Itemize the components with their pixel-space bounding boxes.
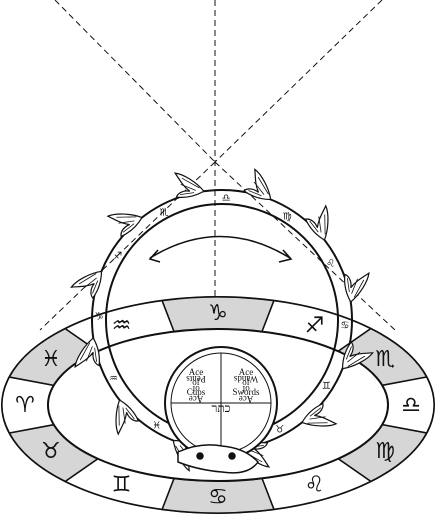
band-sign-aquarius: ♒ [112,313,132,338]
wing-icon [173,172,205,198]
band-sign-leo: ♌ [305,473,325,498]
band-sign-capricorn: ♑ [208,301,228,326]
disk-label: Wands [233,374,258,384]
ring-sign-label: ♍ [283,212,292,223]
band-sign-gemini: ♊ [112,473,132,498]
band-sign-taurus: ♉ [41,439,61,464]
disk-label: Pents [186,374,206,384]
wing-icon [70,270,103,299]
ring-sign-label: ♓ [152,420,161,431]
ring-sign-label: ♊ [322,381,331,392]
disk-label: of [242,377,250,387]
ring-sign-label: ♎ [222,193,231,204]
band-sign-scorpio: ♏ [375,347,395,372]
disk-label: of [192,384,200,394]
ring-sign-label: ♉ [275,425,284,436]
ring-sign-label: ♐ [113,251,122,262]
disk-label: Cups [187,387,206,397]
wing-icon [301,402,338,427]
ring-sign-label: ♌ [326,258,335,269]
ring-sign-label: ♒ [109,374,118,385]
projection-lines [39,0,396,331]
disk-label: Ace [189,367,204,377]
disk-label: of [242,384,250,394]
band-sign-pisces: ♓ [41,347,61,372]
disk-center-hebrew: כתר [211,401,230,415]
band-sign-cancer: ♋ [208,485,228,510]
disk-label: Ace [239,394,254,404]
dashed-line-left-lower [39,161,216,331]
band-sign-libra: ♎ [401,393,421,418]
wing-icon [341,341,374,370]
ring-sign-label: ♏ [160,207,169,218]
ring-sign-label: ♋ [340,320,349,331]
disk-label: Swords [232,387,260,397]
wing-icon [74,337,100,369]
wing-icon [344,271,370,303]
aces-disk: כתר AceofCupsAceofSwordsAceofWandsAceofP… [164,346,278,460]
disk-label: of [192,377,200,387]
band-sign-virgo: ♍ [375,439,395,464]
band-sign-sagittarius: ♐ [305,313,325,338]
wing-icon [115,399,140,436]
band-sign-aries: ♈ [15,393,35,418]
dashed-line-right [214,0,383,163]
rotation-arrow [148,235,293,263]
disk-label: Ace [189,394,204,404]
dashed-line-left [54,0,216,163]
ring-sign-label: ♑ [95,312,104,323]
dragon-head-icon [177,444,259,474]
wing-icon [106,213,143,238]
wing-icon [304,204,329,241]
wing-icon [243,168,272,201]
disk-label: Ace [239,367,254,377]
